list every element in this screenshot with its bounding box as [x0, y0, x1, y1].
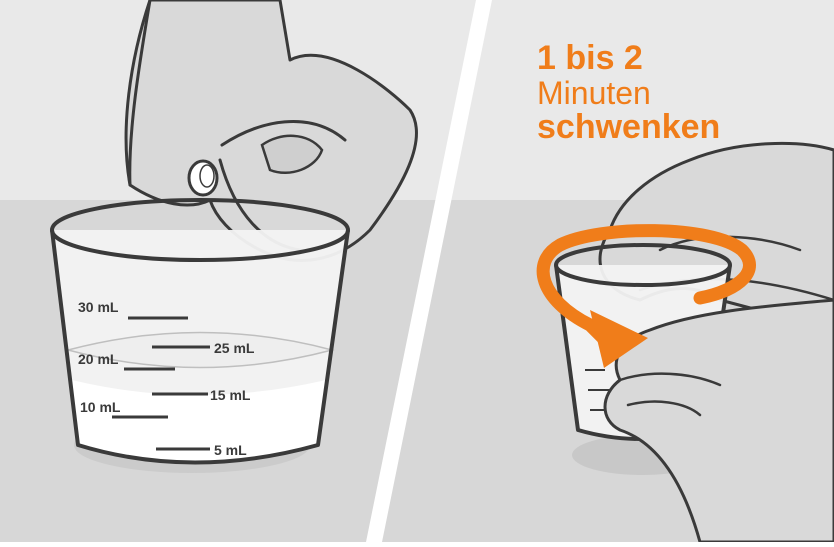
label-20ml: 20 mL — [78, 351, 119, 367]
tablet-icon — [189, 161, 217, 195]
caption-action: schwenken — [537, 110, 720, 144]
label-15ml: 15 mL — [210, 387, 251, 403]
label-30ml: 30 mL — [78, 299, 119, 315]
label-5ml: 5 mL — [214, 442, 247, 458]
label-10ml: 10 mL — [80, 399, 121, 415]
caption-unit: Minuten — [537, 77, 651, 109]
measuring-cup-illustration: 30 mL 25 mL 20 mL 15 mL 10 mL 5 mL — [52, 200, 348, 473]
caption-duration: 1 bis 2 — [537, 41, 643, 75]
label-25ml: 25 mL — [214, 340, 255, 356]
